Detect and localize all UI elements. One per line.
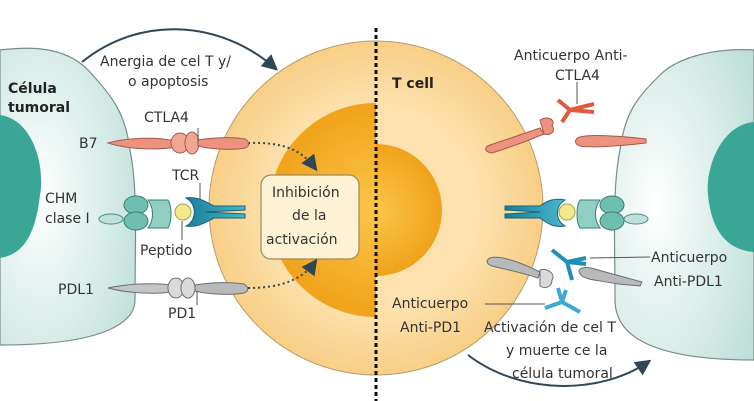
mhc-tcr-complex	[98, 183, 246, 240]
chm-label-line1: CHM	[45, 191, 77, 207]
top-arrow	[81, 28, 279, 71]
inhibition-label-line2: de la	[292, 208, 326, 224]
pdl1-pd1-complex	[107, 277, 249, 305]
anti-ctla4-label-line2: CTLA4	[555, 68, 600, 84]
tumor-nucleus-right	[707, 122, 754, 252]
anti-pdl1-label-line2: Anti-PDL1	[654, 274, 723, 290]
right-tcr-mhc	[504, 195, 649, 231]
tumor-cell-label-line2: tumoral	[8, 100, 70, 116]
ctla4-label: CTLA4	[144, 110, 189, 126]
tumor-cell-label-line1: Célula	[8, 81, 57, 97]
anti-pd1-antibody	[485, 287, 581, 314]
anti-ctla4-antibody	[556, 82, 595, 124]
pd1-label: PD1	[168, 306, 196, 322]
t-cell-label: T cell	[392, 76, 434, 92]
tumor-nucleus-left	[0, 115, 42, 258]
top-arrow-label-line1: Anergia de cel T y/	[100, 54, 231, 70]
tcr-label: TCR	[171, 168, 200, 184]
anti-ctla4-label-line1: Anticuerpo Anti-	[514, 48, 628, 64]
anti-pd1-label-line1: Anticuerpo	[392, 296, 468, 312]
anti-pdl1-label-line1: Anticuerpo	[651, 250, 727, 266]
anti-pdl1-antibody	[550, 248, 651, 281]
dotted-arrow-bottom	[247, 258, 318, 289]
b7-label: B7	[79, 136, 98, 152]
tumor-cell-right	[613, 49, 754, 361]
dotted-arrow-top	[247, 141, 318, 172]
right-ctla4-blocked	[485, 117, 647, 154]
ctla4-b7-complex	[106, 128, 250, 155]
inhibition-label-line1: Inhibición	[272, 185, 340, 201]
t-cell-core-right	[376, 144, 442, 276]
chm-label-line2: clase I	[45, 211, 90, 227]
bottom-arrow	[467, 354, 652, 387]
pdl1-label: PDL1	[58, 282, 94, 298]
right-pd1-pdl1	[486, 256, 643, 289]
peptide-label: Peptido	[140, 243, 192, 259]
bottom-arrow-label-line1: Activación de cel T	[484, 320, 616, 336]
top-arrow-label-line2: o apoptosis	[128, 74, 208, 90]
tumor-cell-left	[0, 47, 137, 346]
bottom-arrow-label-line3: célula tumoral	[512, 366, 613, 382]
inhibition-label-line3: activación	[266, 232, 338, 248]
anti-pd1-label-line2: Anti-PD1	[400, 320, 461, 336]
bottom-arrow-label-line2: y muerte ce la	[506, 343, 607, 359]
